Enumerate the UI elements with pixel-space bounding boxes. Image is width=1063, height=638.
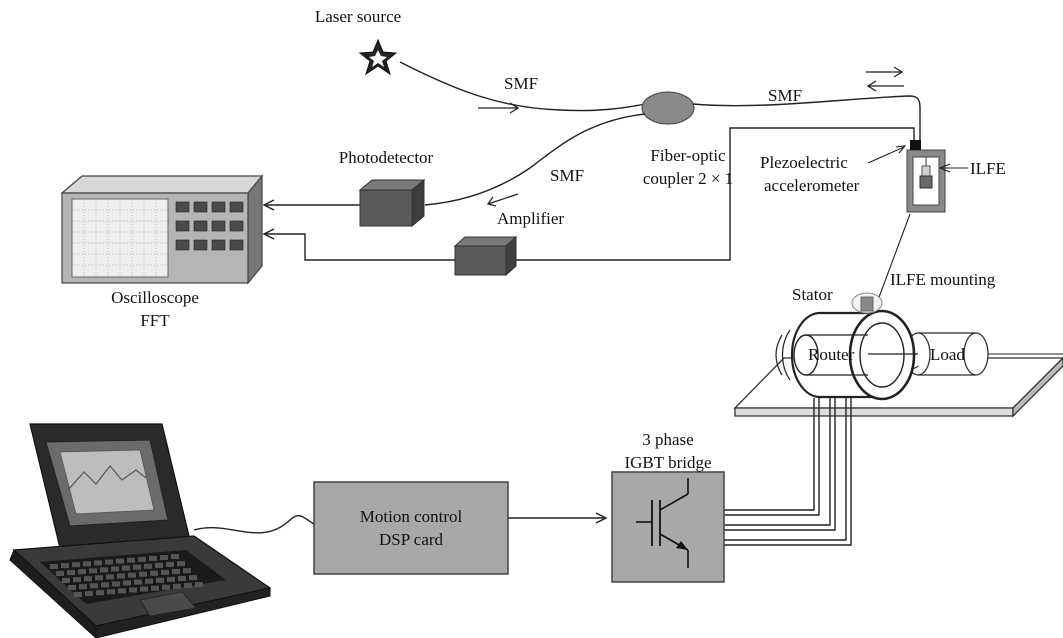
phase-cable-b (724, 398, 831, 526)
oscilloscope-label-line1: Oscilloscope (111, 288, 199, 307)
dsp-label-line2: DSP card (379, 530, 444, 549)
piezo-pointer-line (867, 146, 905, 164)
phase-cable-c (724, 398, 847, 541)
ilfe-mounting-link-line (877, 213, 911, 301)
laser-source-star-icon (358, 38, 398, 76)
piezoelectric-accelerometer (910, 140, 921, 150)
oscilloscope-buttons (175, 201, 244, 251)
smf-label-input: SMF (504, 74, 538, 93)
phase-cable-b2 (724, 398, 836, 531)
smf-coupler-to-photodetector (424, 113, 646, 206)
arrowhead-icon (262, 228, 275, 240)
laptop-to-dsp-cable (193, 515, 315, 534)
amplifier-box (453, 235, 518, 277)
photodetector-box (358, 178, 426, 228)
return-direction-arrow-icon (486, 193, 519, 207)
igbt-label-line1: 3 phase (642, 430, 693, 449)
phase-cable-a2 (724, 398, 820, 516)
oscilloscope-screen-grid (73, 200, 167, 276)
coupler-label-line1: Fiber-optic (650, 146, 726, 165)
oscilloscope-device (60, 174, 264, 285)
piezo-label-line2: accelerometer (764, 176, 860, 195)
arrowhead-icon (262, 199, 275, 211)
smf-label-sensor: SMF (768, 86, 802, 105)
amplifier-label: Amplifier (497, 209, 564, 228)
ilfe-mounting-bulb-icon (851, 292, 883, 314)
amplifier-to-scope-line (266, 233, 455, 261)
coupler-label-line2: coupler 2 × 1 (643, 169, 733, 188)
input-direction-arrow-icon (478, 102, 520, 114)
oscilloscope-label-line2: FFT (140, 311, 170, 330)
igbt-transistor-symbol-icon (636, 478, 689, 568)
phase-cable-a (724, 398, 815, 511)
fiber-optic-coupler (641, 91, 695, 125)
igbt-label-line2: IGBT bridge (624, 453, 711, 472)
photodetector-label: Photodetector (339, 148, 434, 167)
router-label: Router (808, 345, 855, 364)
dsp-label-line1: Motion control (360, 507, 463, 526)
arrowhead-icon (895, 145, 907, 154)
ilfe-sensor-housing (906, 149, 946, 213)
bidirectional-arrows-icon (866, 66, 904, 92)
arrowhead-icon (595, 512, 608, 524)
arrowhead-icon (938, 163, 951, 173)
accelerometer-to-amplifier-line (516, 127, 915, 261)
ilfe-mounting-label: ILFE mounting (890, 270, 996, 289)
smf-coupler-to-sensor (692, 95, 921, 142)
piezo-label-line1: Plezoelectric (760, 153, 848, 172)
laser-source-label: Laser source (315, 7, 401, 26)
igbt-bridge-box (611, 471, 725, 583)
phase-cable-c2 (724, 398, 852, 546)
stator-motor (775, 309, 918, 401)
smf-label-return: SMF (550, 166, 584, 185)
ilfe-label: ILFE (970, 159, 1006, 178)
laptop-computer-icon (9, 423, 272, 638)
load-label: Load (930, 345, 965, 364)
stator-label: Stator (792, 285, 833, 304)
dsp-card-box (313, 481, 509, 575)
smf-laser-to-coupler (399, 61, 646, 112)
